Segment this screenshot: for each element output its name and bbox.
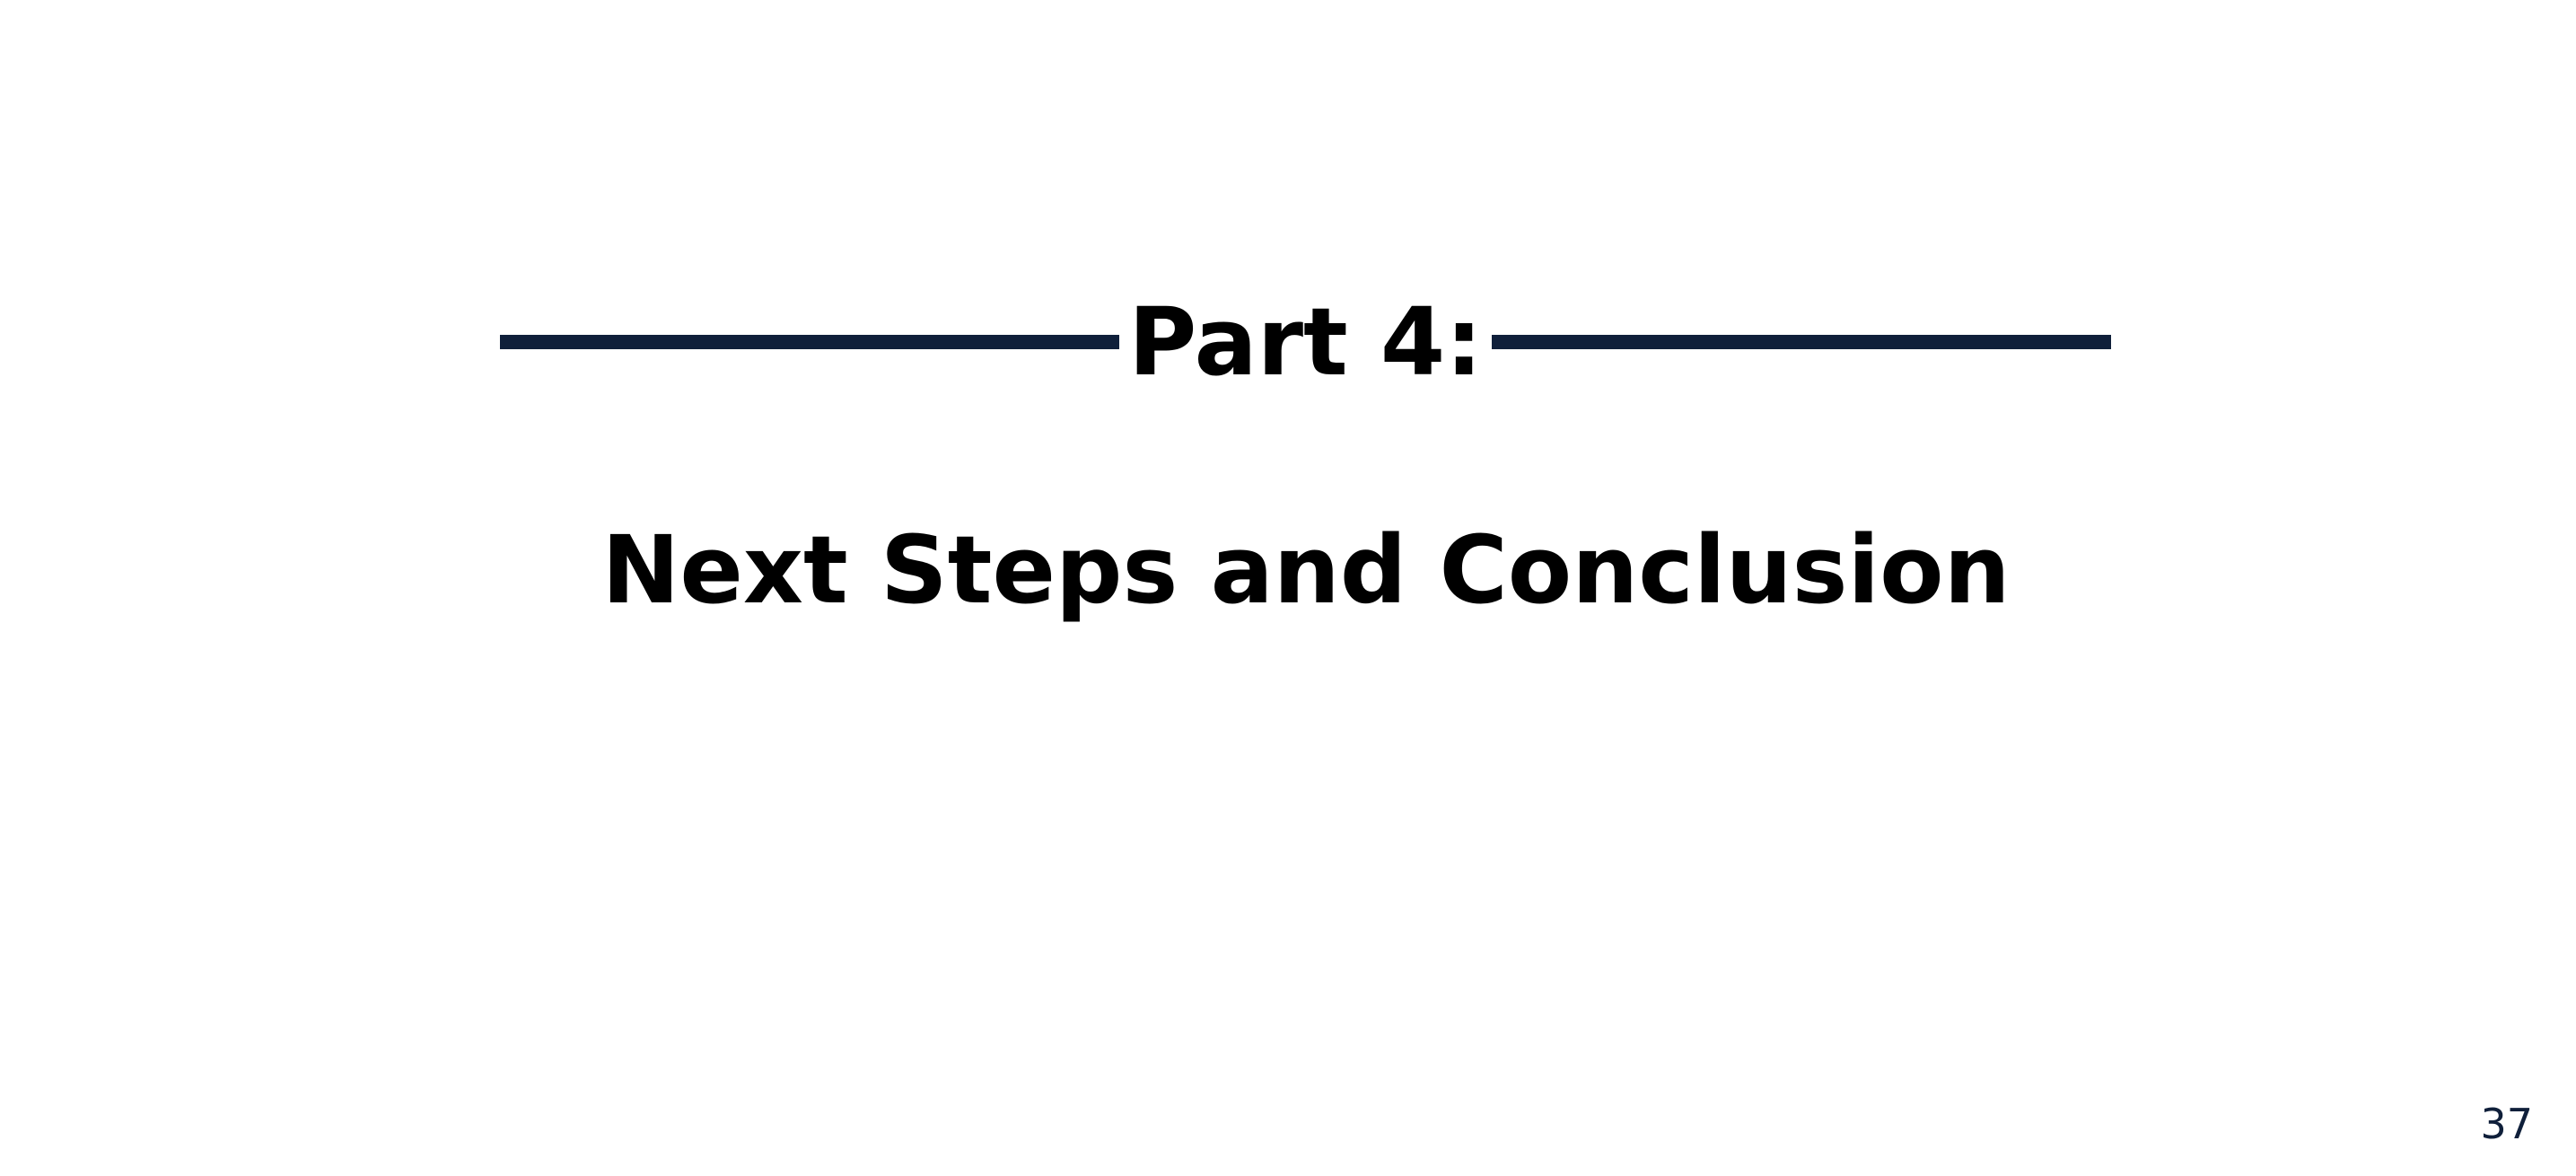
section-title: Next Steps and Conclusion <box>601 515 2011 625</box>
part-label: Part 4: <box>1128 287 1483 397</box>
divider-line-left <box>500 335 1119 349</box>
page-number: 37 <box>2480 1100 2533 1148</box>
divider-line-right <box>1492 335 2111 349</box>
